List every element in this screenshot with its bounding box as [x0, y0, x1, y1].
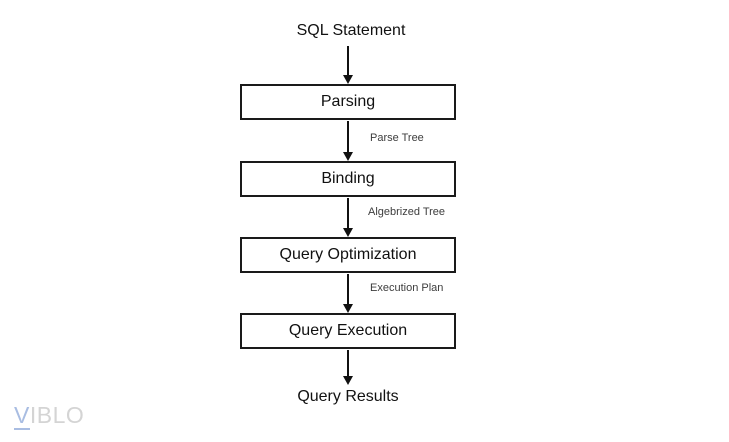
stage-label-binding: Binding [321, 170, 375, 187]
arrow-down-icon [342, 46, 354, 84]
arrow-shaft [347, 350, 349, 376]
arrow-shaft [347, 274, 349, 304]
arrow-down-icon [342, 274, 354, 313]
arrow-shaft [347, 198, 349, 228]
arrow-down-icon [342, 198, 354, 237]
arrow-head-icon [343, 228, 353, 237]
arrow-head-icon [343, 75, 353, 84]
edge-label-parse-tree: Parse Tree [370, 132, 424, 144]
viblo-logo: VIBLO [14, 404, 84, 430]
edge-label-execution-plan: Execution Plan [370, 282, 444, 294]
arrow-down-icon [342, 121, 354, 161]
arrow-head-icon [343, 376, 353, 385]
arrow-head-icon [343, 152, 353, 161]
stage-box-binding: Binding [240, 161, 456, 197]
sink-label: Query Results [297, 388, 399, 405]
stage-label-parsing: Parsing [320, 93, 376, 110]
arrow-down-icon [342, 350, 354, 385]
viblo-logo-initial: V [14, 402, 30, 430]
source-label: SQL Statement [296, 22, 406, 39]
viblo-logo-remainder: IBLO [29, 402, 85, 428]
arrow-shaft [347, 121, 349, 152]
stage-box-query-optimization: Query Optimization [240, 237, 456, 273]
stage-box-parsing: Parsing [240, 84, 456, 120]
arrow-shaft [347, 46, 349, 75]
stage-label-query-execution: Query Execution [288, 322, 408, 339]
arrow-head-icon [343, 304, 353, 313]
edge-label-algebrized-tree: Algebrized Tree [368, 206, 446, 218]
stage-box-query-execution: Query Execution [240, 313, 456, 349]
stage-label-query-optimization: Query Optimization [279, 246, 417, 263]
